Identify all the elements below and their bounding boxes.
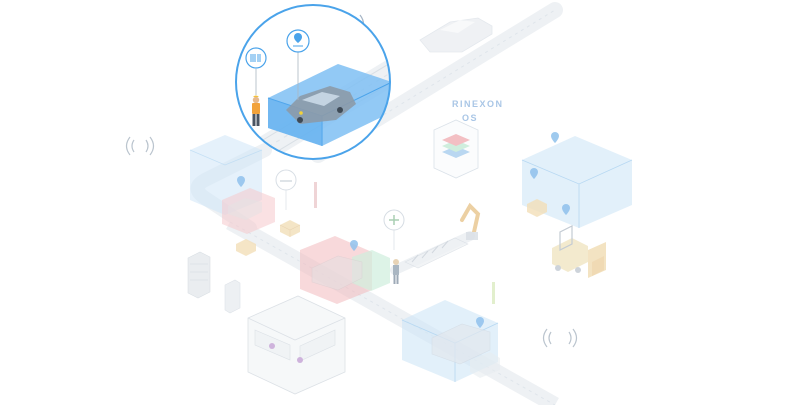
control-room [247, 295, 346, 395]
drone-icon [383, 209, 405, 250]
gauge-icon [275, 169, 297, 210]
os-label-line2: OS [462, 113, 478, 123]
car-bottom-exit [470, 352, 500, 378]
location-pin-icon [237, 132, 570, 328]
car-center-zone [311, 255, 363, 291]
assembly-rack [404, 237, 469, 269]
post-sensor-right [492, 282, 495, 304]
car-tag-dot [299, 111, 303, 115]
zone-blue-warehouse [521, 136, 633, 228]
forklift [552, 225, 606, 278]
location-pin-tag [286, 29, 310, 53]
zoom-ring [235, 4, 391, 160]
kiosk-terminal [224, 279, 241, 314]
os-badge: RINEXON OS [433, 99, 504, 179]
car-top-right [419, 17, 493, 53]
operator-1 [269, 343, 275, 349]
server-rack [187, 251, 211, 299]
pallet-box-3 [527, 199, 547, 217]
pallet-box-1 [279, 220, 301, 237]
robot-arm [460, 202, 481, 240]
zone-green-center [352, 250, 390, 291]
layers-stack-icon [433, 119, 479, 179]
car-zoomed [286, 86, 356, 124]
pallet-box-2 [236, 239, 256, 256]
post-sensor-left [314, 182, 317, 208]
barcode-icon [245, 47, 267, 69]
car-bottom-zone [431, 323, 491, 365]
worker-line [393, 259, 399, 284]
os-label-line1: RINEXON [452, 99, 504, 109]
car-left-zone [228, 198, 262, 220]
worker-zoomed [252, 95, 260, 126]
operator-2 [297, 357, 303, 363]
